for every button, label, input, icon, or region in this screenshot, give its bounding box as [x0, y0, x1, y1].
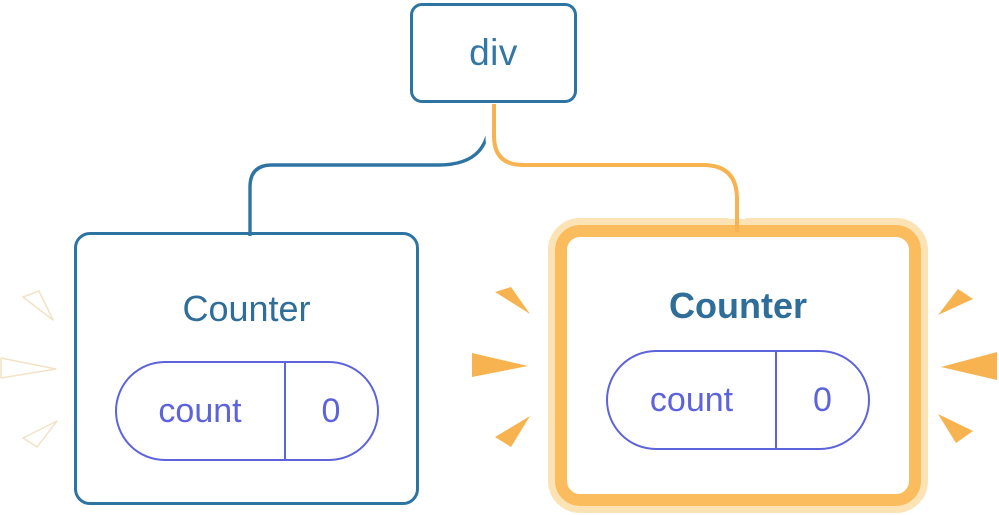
burst-icon-left-white: [0, 290, 58, 448]
counter-card-right-highlight: Counter count 0: [548, 218, 928, 513]
state-name: count: [158, 391, 242, 430]
state-pill: count 0: [114, 361, 379, 461]
state-value: 0: [775, 352, 868, 448]
state-name: count: [649, 380, 734, 419]
burst-icon-middle-orange: [472, 287, 530, 447]
highlight-ring: Counter count 0: [555, 225, 921, 506]
edge-div-to-right-counter-casing: [485, 104, 746, 219]
state-value: 0: [283, 363, 377, 459]
counter-title: Counter: [182, 288, 311, 329]
div-node-label: div: [469, 32, 518, 73]
counter-title: Counter: [669, 285, 807, 326]
edge-div-to-right-counter: [492, 104, 739, 232]
counter-card-left: Counter count 0: [74, 232, 419, 505]
tree-node-div: div: [410, 3, 577, 103]
edge-div-to-left-counter: [248, 105, 493, 236]
burst-icon-right-orange: [938, 289, 997, 443]
state-pill: count 0: [606, 350, 870, 450]
